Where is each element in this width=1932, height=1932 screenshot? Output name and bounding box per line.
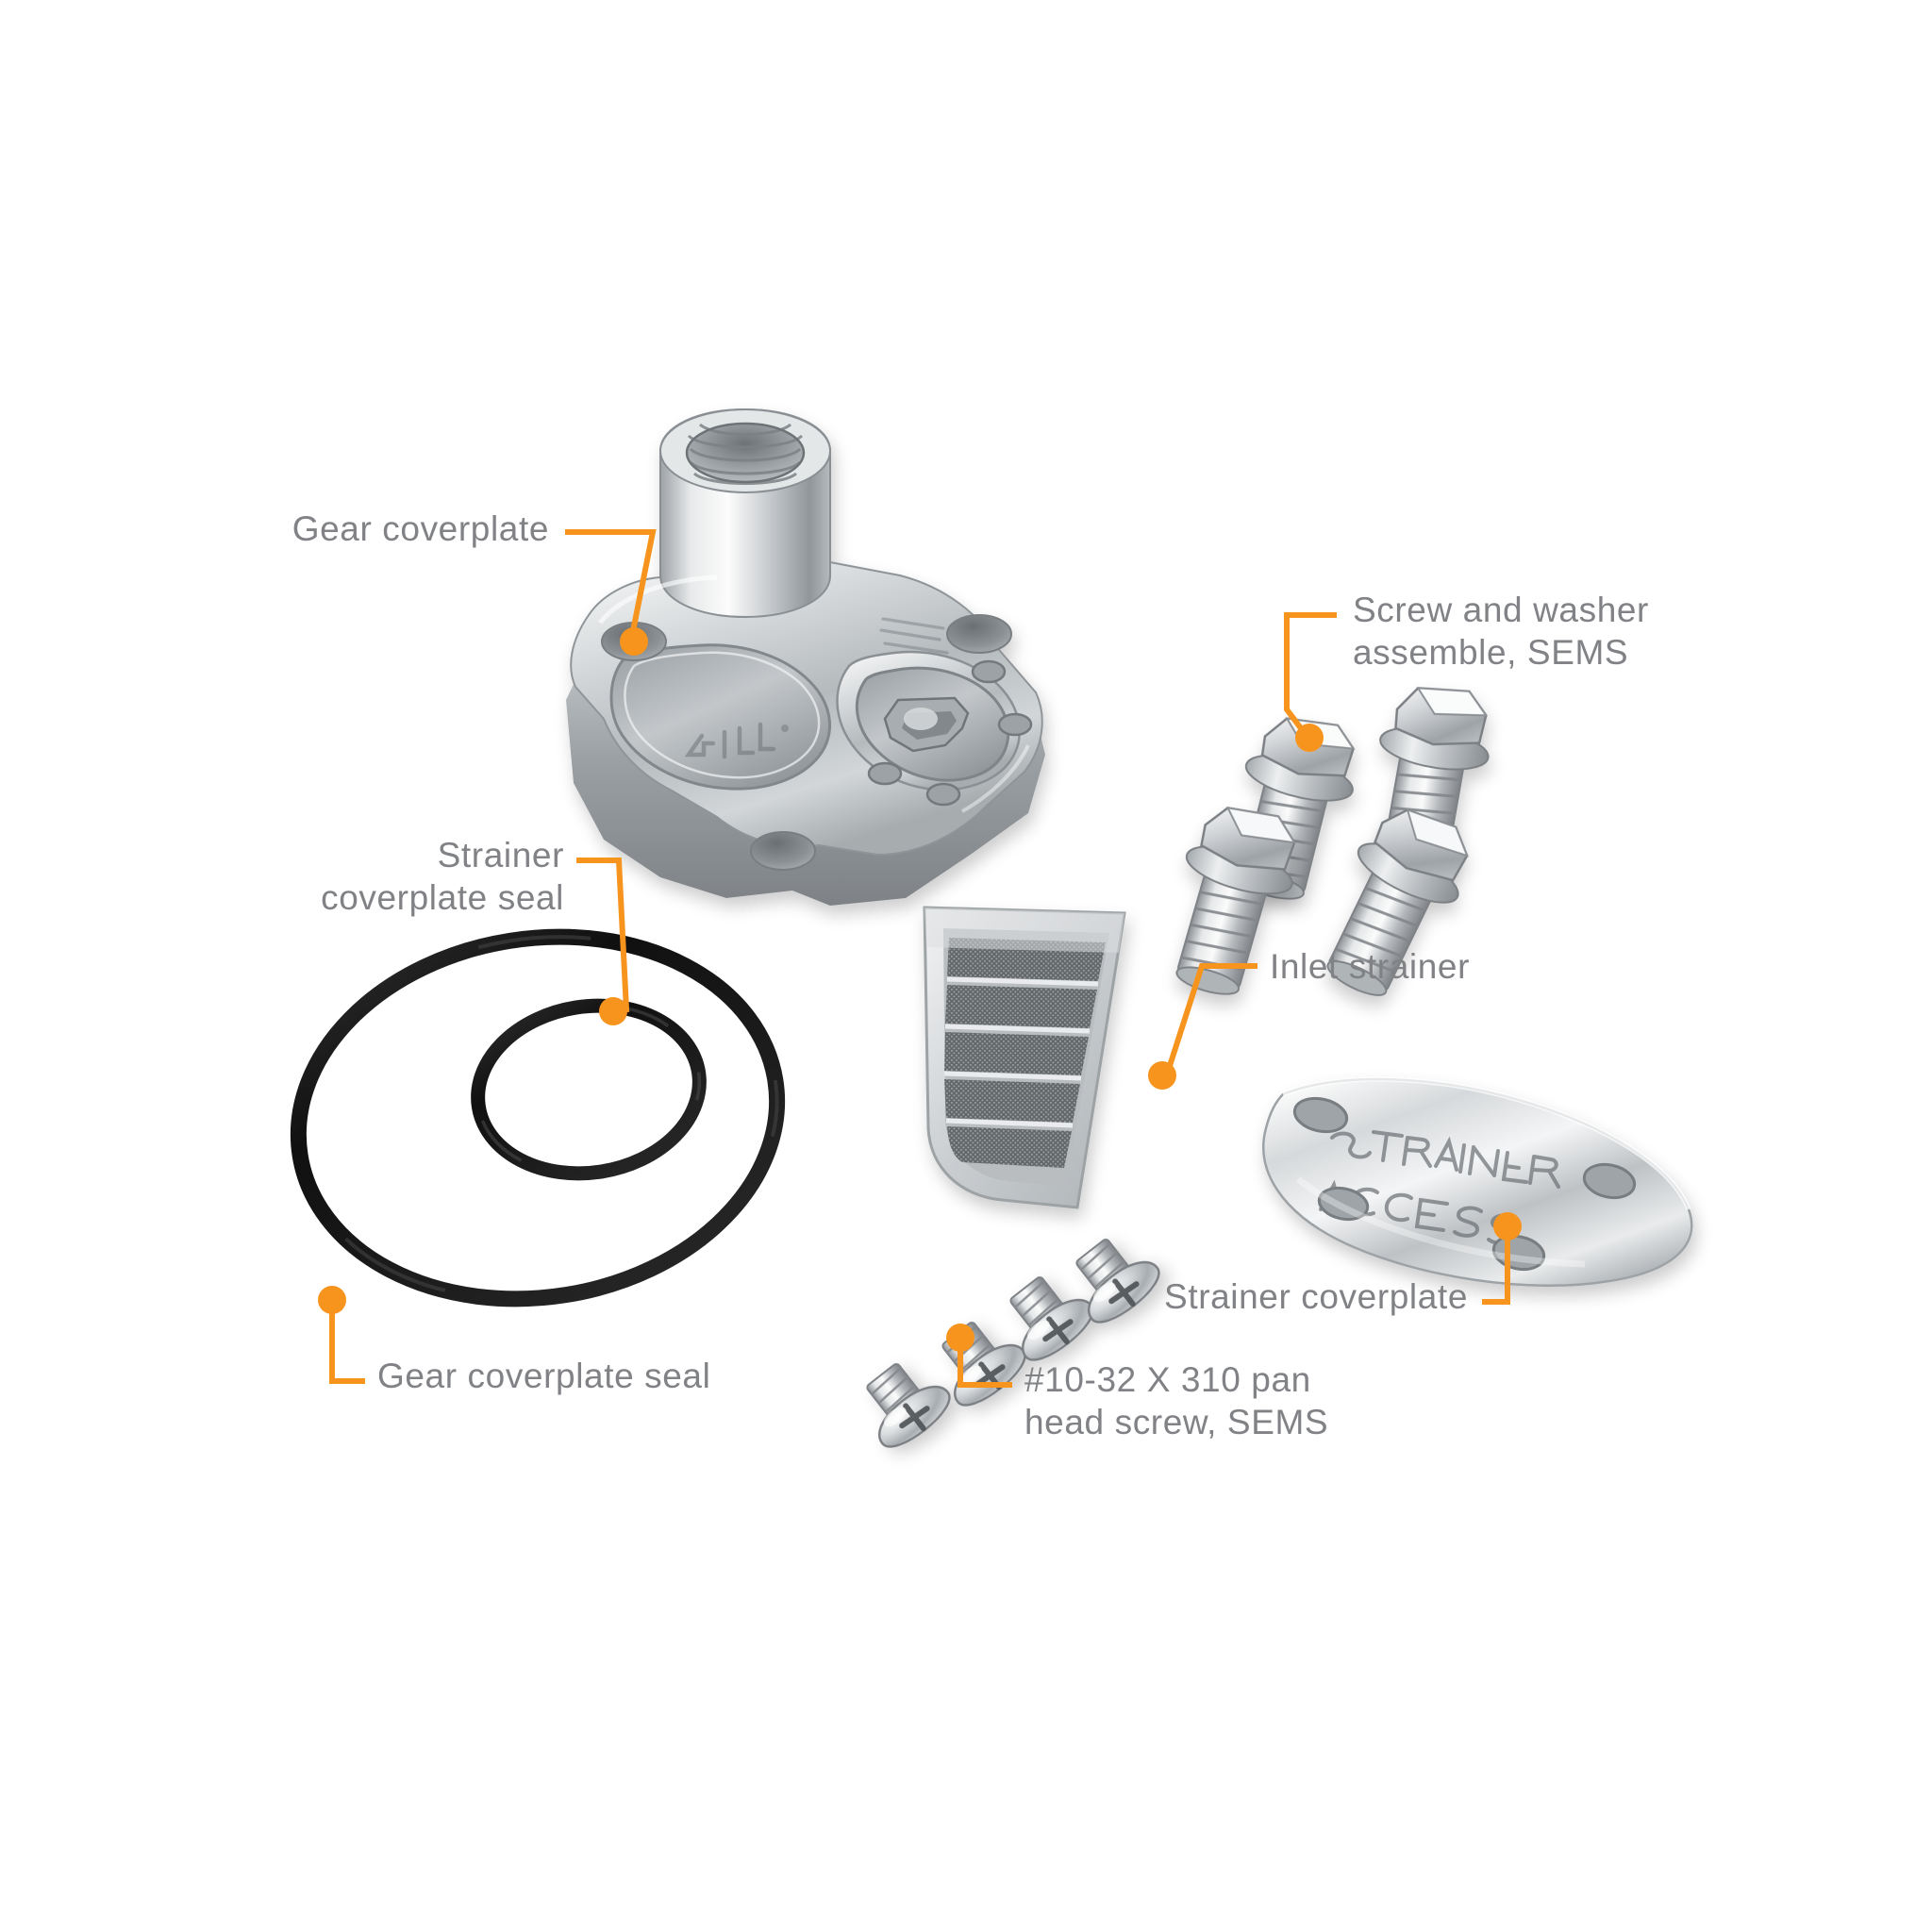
- callout-dot-strainer-coverplate: [1493, 1212, 1522, 1241]
- callout-dot-strainer-coverplate-seal: [599, 997, 627, 1025]
- part-gear-coverplate-seal: [290, 928, 786, 1307]
- inlet-boss: [659, 408, 831, 619]
- callout-label-screw-and-washer: Screw and washer assemble, SEMS: [1353, 591, 1649, 673]
- leader-line-strainer-coverplate-seal: [576, 858, 630, 1013]
- plate-hole: [1292, 1096, 1349, 1134]
- callout-dot-gear-coverplate: [620, 627, 648, 656]
- callout-dot-gear-coverplate-seal: [318, 1286, 346, 1314]
- callout-leaders: [318, 529, 1522, 1388]
- callout-dot-screw-and-washer: [1295, 724, 1324, 752]
- callout-label-strainer-coverplate: Strainer coverplate: [1164, 1277, 1468, 1316]
- hex-bolt: [1326, 808, 1469, 996]
- pan-head-screw: [1009, 1275, 1094, 1361]
- callout-dot-pan-head-screw: [946, 1324, 974, 1352]
- callout-dot-inlet-strainer: [1148, 1061, 1176, 1090]
- part-strainer-coverplate: [1262, 1076, 1693, 1287]
- plate-hole: [1582, 1162, 1637, 1200]
- part-inlet-strainer: [923, 906, 1126, 1209]
- leader-line-inlet-strainer: [1164, 963, 1257, 1075]
- pan-head-screw: [1075, 1238, 1160, 1324]
- leader-line-strainer-coverplate: [1482, 1229, 1510, 1305]
- bolt-hole: [946, 614, 1012, 654]
- part-strainer-coverplate-seal: [471, 998, 707, 1181]
- part-hex-bolts-group: [1175, 687, 1490, 996]
- callout-label-gear-coverplate: Gear coverplate: [291, 509, 549, 548]
- hex-bolt: [1175, 807, 1297, 995]
- engraved-text: [1319, 1130, 1560, 1245]
- leader-line-pan-head-screw: [958, 1341, 1012, 1388]
- pan-head-screw: [866, 1362, 951, 1448]
- part-gear-coverplate: [566, 408, 1045, 906]
- leader-line-gear-coverplate: [565, 529, 657, 630]
- callout-label-strainer-coverplate-seal: Strainer coverplate seal: [321, 836, 564, 918]
- bolt-hole: [750, 831, 816, 871]
- callout-label-pan-head-screw: #10-32 X 310 pan head screw, SEMS: [1024, 1360, 1329, 1442]
- leader-line-screw-and-washer: [1284, 612, 1337, 737]
- callout-label-gear-coverplate-seal: Gear coverplate seal: [377, 1357, 711, 1395]
- callout-label-inlet-strainer: Inlet strainer: [1270, 947, 1470, 986]
- leader-line-gear-coverplate-seal: [329, 1303, 365, 1384]
